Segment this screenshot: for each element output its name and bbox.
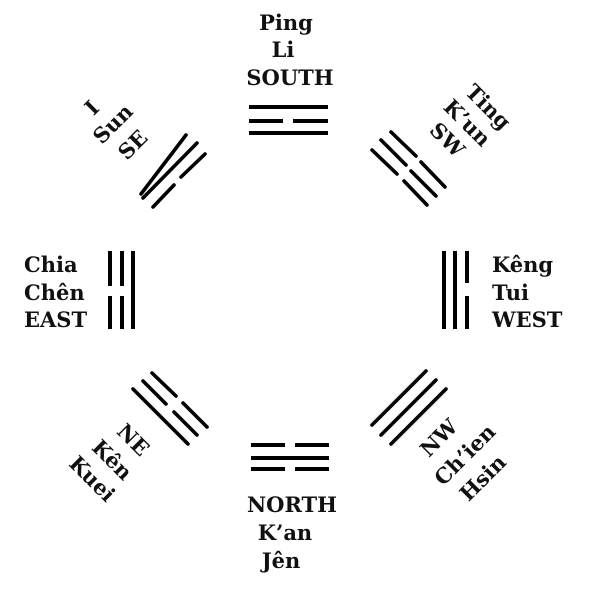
northeast-line-1-broken-b — [181, 401, 209, 429]
southwest-line-2-broken-a — [379, 138, 408, 167]
northeast-line-2-broken-a — [141, 379, 168, 406]
trigram-east: Chia Chên EAST — [24, 251, 135, 332]
northwest-line-2-solid — [379, 378, 438, 437]
southwest-line-3-broken-a — [370, 148, 399, 176]
southwest-line-1-broken-b — [419, 160, 447, 189]
trigram-south: Ping Li SOUTH — [246, 10, 334, 135]
southwest-line-1-broken-a — [389, 130, 418, 158]
southwest-line-3-broken-b — [402, 179, 429, 207]
label-north-direction: NORTH — [247, 492, 337, 517]
trigram-west: Kêng Tui WEST — [442, 251, 563, 332]
label-southeast-stem: I — [79, 95, 104, 120]
label-east-direction: EAST — [24, 307, 87, 332]
northeast-line-3-solid — [131, 387, 190, 446]
trigram-southeast: I Sun SE — [79, 95, 207, 209]
label-north-name: K’an — [258, 520, 312, 545]
trigram-northeast: NE Kên Kuei — [64, 371, 209, 507]
label-west-direction: WEST — [491, 307, 563, 332]
northwest-line-1-solid — [370, 369, 428, 427]
label-north-stem: Jên — [260, 548, 301, 573]
label-south-name: Li — [272, 37, 295, 62]
northeast-line-2-broken-b — [172, 410, 199, 437]
northwest-line-3-solid — [389, 387, 448, 446]
southeast-line-1-solid — [139, 133, 188, 196]
southeast-line-3-broken-a — [151, 183, 176, 209]
trigram-north: NORTH K’an Jên — [247, 443, 337, 573]
southeast-line-2-solid — [141, 141, 199, 200]
trigram-southwest: Ting K’un SW — [370, 79, 516, 207]
label-east-stem: Chia — [24, 252, 78, 277]
trigram-northwest: NW Ch’ien Hsin — [370, 369, 511, 506]
southeast-line-3-broken-b — [179, 152, 207, 179]
label-east-name: Chên — [24, 280, 85, 305]
southwest-line-2-broken-b — [409, 169, 438, 198]
label-west-stem: Kêng — [492, 252, 553, 277]
northeast-line-1-broken-a — [150, 371, 178, 398]
label-south-direction: SOUTH — [246, 65, 333, 90]
label-south-stem: Ping — [259, 10, 313, 35]
label-west-name: Tui — [492, 280, 529, 305]
